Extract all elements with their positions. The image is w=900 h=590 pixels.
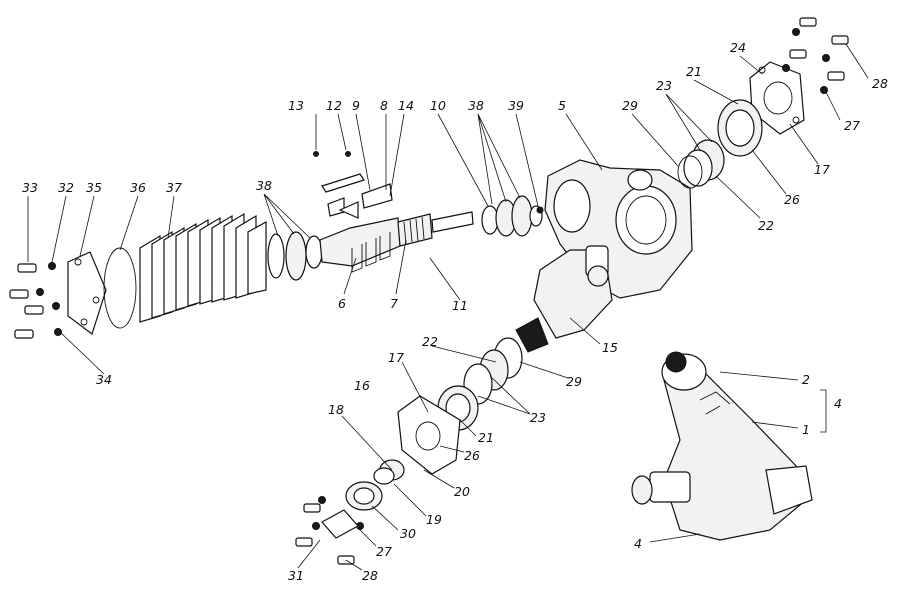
label-14: 14 — [398, 98, 414, 113]
steering-body-15 — [515, 245, 613, 353]
label-1: 1 — [802, 422, 810, 437]
callout-labels: 33 32 35 36 37 38 34 6 7 11 13 12 9 8 14… — [22, 40, 888, 583]
gasket-36 — [103, 247, 137, 329]
label-9: 9 — [352, 98, 360, 113]
worm-7 — [397, 211, 474, 247]
label-24: 24 — [730, 40, 746, 55]
label-20: 20 — [454, 484, 470, 499]
bearing-21-26-top — [717, 99, 763, 157]
label-12: 12 — [326, 98, 342, 113]
label-28-top: 28 — [872, 76, 888, 91]
label-26-lower: 26 — [464, 448, 480, 463]
label-11: 11 — [452, 298, 468, 313]
label-21-lower: 21 — [478, 430, 494, 445]
washers-27-top — [782, 28, 830, 94]
cap-30 — [345, 481, 383, 511]
label-26-top: 26 — [784, 192, 800, 207]
lower-fasteners-27-28-31 — [295, 496, 364, 565]
label-21-top: 21 — [686, 64, 702, 79]
label-17-lower: 17 — [388, 350, 404, 365]
label-13: 13 — [288, 98, 304, 113]
label-15: 15 — [602, 340, 618, 355]
label-18: 18 — [328, 402, 344, 417]
label-37: 37 — [166, 180, 182, 195]
small-parts-8-14 — [313, 151, 393, 219]
bolts-28-top — [789, 17, 849, 81]
label-16: 16 — [354, 378, 370, 393]
label-19: 19 — [426, 512, 442, 527]
label-33: 33 — [22, 180, 38, 195]
label-2: 2 — [802, 372, 810, 387]
label-10: 10 — [430, 98, 446, 113]
label-39: 39 — [508, 98, 524, 113]
bolts-33 — [9, 263, 44, 339]
label-23-lower: 23 — [530, 410, 546, 425]
label-5: 5 — [558, 98, 566, 113]
label-22-lower: 22 — [422, 334, 438, 349]
label-30: 30 — [400, 526, 416, 541]
shaft-rack-6 — [319, 217, 401, 273]
label-4-bracket: 4 — [834, 396, 842, 411]
cover-plate-35 — [67, 251, 107, 335]
label-27-lower: 27 — [376, 544, 392, 559]
label-17-top: 17 — [814, 162, 830, 177]
label-4-bottom: 4 — [634, 536, 642, 551]
bearing-38-left — [267, 231, 323, 281]
label-34: 34 — [96, 372, 112, 387]
label-6: 6 — [338, 296, 346, 311]
label-28-lower: 28 — [362, 568, 378, 583]
bearing-10-38-center — [481, 195, 543, 237]
label-29-lower: 29 — [566, 374, 582, 389]
label-7: 7 — [390, 296, 398, 311]
assembled-steering-unit-4 — [631, 351, 813, 541]
label-36: 36 — [130, 180, 146, 195]
label-32: 32 — [58, 180, 74, 195]
label-22-top: 22 — [758, 218, 774, 233]
plate-stack-37 — [139, 212, 267, 323]
label-27-top: 27 — [844, 118, 860, 133]
label-38-left: 38 — [256, 178, 272, 193]
leader-lines — [27, 43, 869, 571]
label-23-top: 23 — [656, 78, 672, 93]
label-29-top: 29 — [622, 98, 638, 113]
seals-22-23-29-top — [677, 139, 725, 189]
seal-18-19-20 — [373, 459, 405, 485]
washers-32 — [36, 262, 62, 336]
pin-39 — [536, 206, 544, 214]
label-8: 8 — [380, 98, 388, 113]
label-38-center: 38 — [468, 98, 484, 113]
label-31: 31 — [288, 568, 304, 583]
label-35: 35 — [86, 180, 102, 195]
